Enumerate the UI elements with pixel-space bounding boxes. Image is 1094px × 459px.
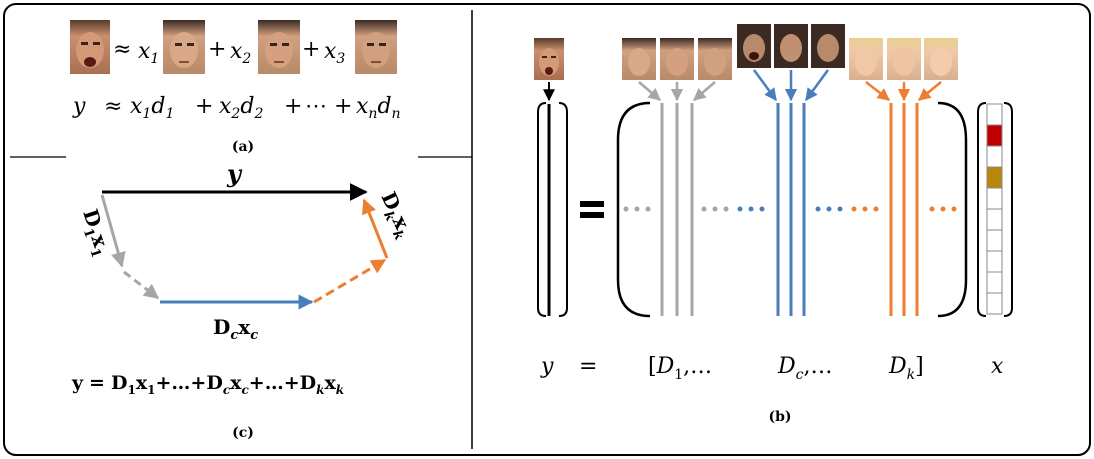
label-y-vector: y (226, 159, 243, 188)
x-vector-column (977, 102, 1013, 317)
columns-gray (660, 103, 694, 316)
equals-bar-bottom (580, 212, 604, 218)
plus-sign-1: + (208, 37, 226, 62)
label-d1: [D1,… (648, 354, 712, 383)
x-vector-cell (986, 271, 1003, 294)
equation-linear-combination: y ≈ x1d1 + x2d2 + ⋯ + xndn (72, 94, 401, 122)
panel-a-label: (a) (232, 139, 254, 155)
coef-x2: x2 (230, 39, 251, 67)
svg-text:x2d2: x2d2 (219, 94, 263, 122)
panel-b-label: (b) (768, 409, 791, 425)
x-vector-cells (986, 103, 1003, 315)
panel-c-label: (c) (232, 425, 254, 441)
plus-sign-2: + (302, 37, 320, 62)
arrows-blue (752, 69, 830, 102)
x-vector-cell (986, 103, 1003, 126)
arrow-dkxk-dashed (313, 258, 387, 304)
label-dc: Dc,… (777, 354, 832, 383)
label-d1x1: D1x1 (74, 206, 115, 260)
svg-text:x1d1: x1d1 (130, 94, 174, 122)
face-group-blue (737, 24, 845, 68)
equation-sum: y=D1x1+…+Dcxc+…+Dkxk (71, 372, 344, 397)
svg-text:⋯: ⋯ (305, 94, 327, 119)
columns-blue (776, 103, 806, 316)
svg-text:+: + (334, 94, 352, 119)
label-x-bottom: x (991, 354, 1004, 379)
face-image-dict-1 (163, 20, 205, 74)
svg-text:xndn: xndn (356, 94, 401, 122)
x-vector-cell (986, 124, 1003, 147)
coef-x1: x1 (138, 39, 159, 67)
label-y-bottom: y (540, 354, 554, 379)
arrow-d1x1-solid (100, 194, 126, 268)
svg-text:≈: ≈ (104, 94, 122, 119)
matrix-left-paren (616, 101, 651, 318)
dots-row (623, 206, 957, 212)
arrow-d1x1-dashed (123, 270, 160, 300)
x-vector-cell (986, 208, 1003, 231)
figure-border (3, 3, 1091, 456)
label-dk: Dk] (888, 354, 924, 383)
label-equals-bottom: = (579, 354, 597, 379)
x-vector-cell (986, 145, 1003, 168)
svg-text:+: + (195, 94, 213, 119)
arrows-gray (638, 81, 716, 102)
face-image-query-b (534, 38, 564, 80)
arrow-dkxk-solid (362, 198, 389, 259)
face-image-dict-3 (355, 20, 397, 74)
matrix-right-paren (937, 101, 968, 318)
face-image-dict-2 (258, 20, 300, 74)
face-group-orange (849, 38, 958, 80)
panel-b: y = [D1,… Dc,… Dk] x (b) (534, 24, 1013, 425)
face-group-gray (622, 38, 732, 80)
svg-text:y: y (72, 94, 86, 119)
x-vector-cell (986, 229, 1003, 252)
label-dkxk: Dkxk (373, 188, 418, 243)
x-vector-cell (986, 187, 1003, 210)
label-dcxc: Dcxc (213, 315, 258, 343)
panel-a: ≈ x1 + x2 + x3 y ≈ (70, 20, 401, 155)
y-vector-column (537, 102, 568, 317)
x-vector-cell (986, 292, 1003, 315)
arrows-orange (865, 81, 942, 102)
columns-orange (889, 103, 919, 316)
face-image-query (70, 20, 110, 74)
x-vector-cell (986, 250, 1003, 273)
panel-c: y D1x1 Dcxc Dkxk y=D1x1+…+Dcxc+…+Dkxk (c… (71, 159, 418, 441)
svg-text:+: + (284, 94, 302, 119)
coef-x3: x3 (324, 39, 345, 67)
approx-sign-1: ≈ (113, 37, 131, 62)
equals-bar-top (580, 201, 604, 207)
x-vector-cell (986, 166, 1003, 189)
